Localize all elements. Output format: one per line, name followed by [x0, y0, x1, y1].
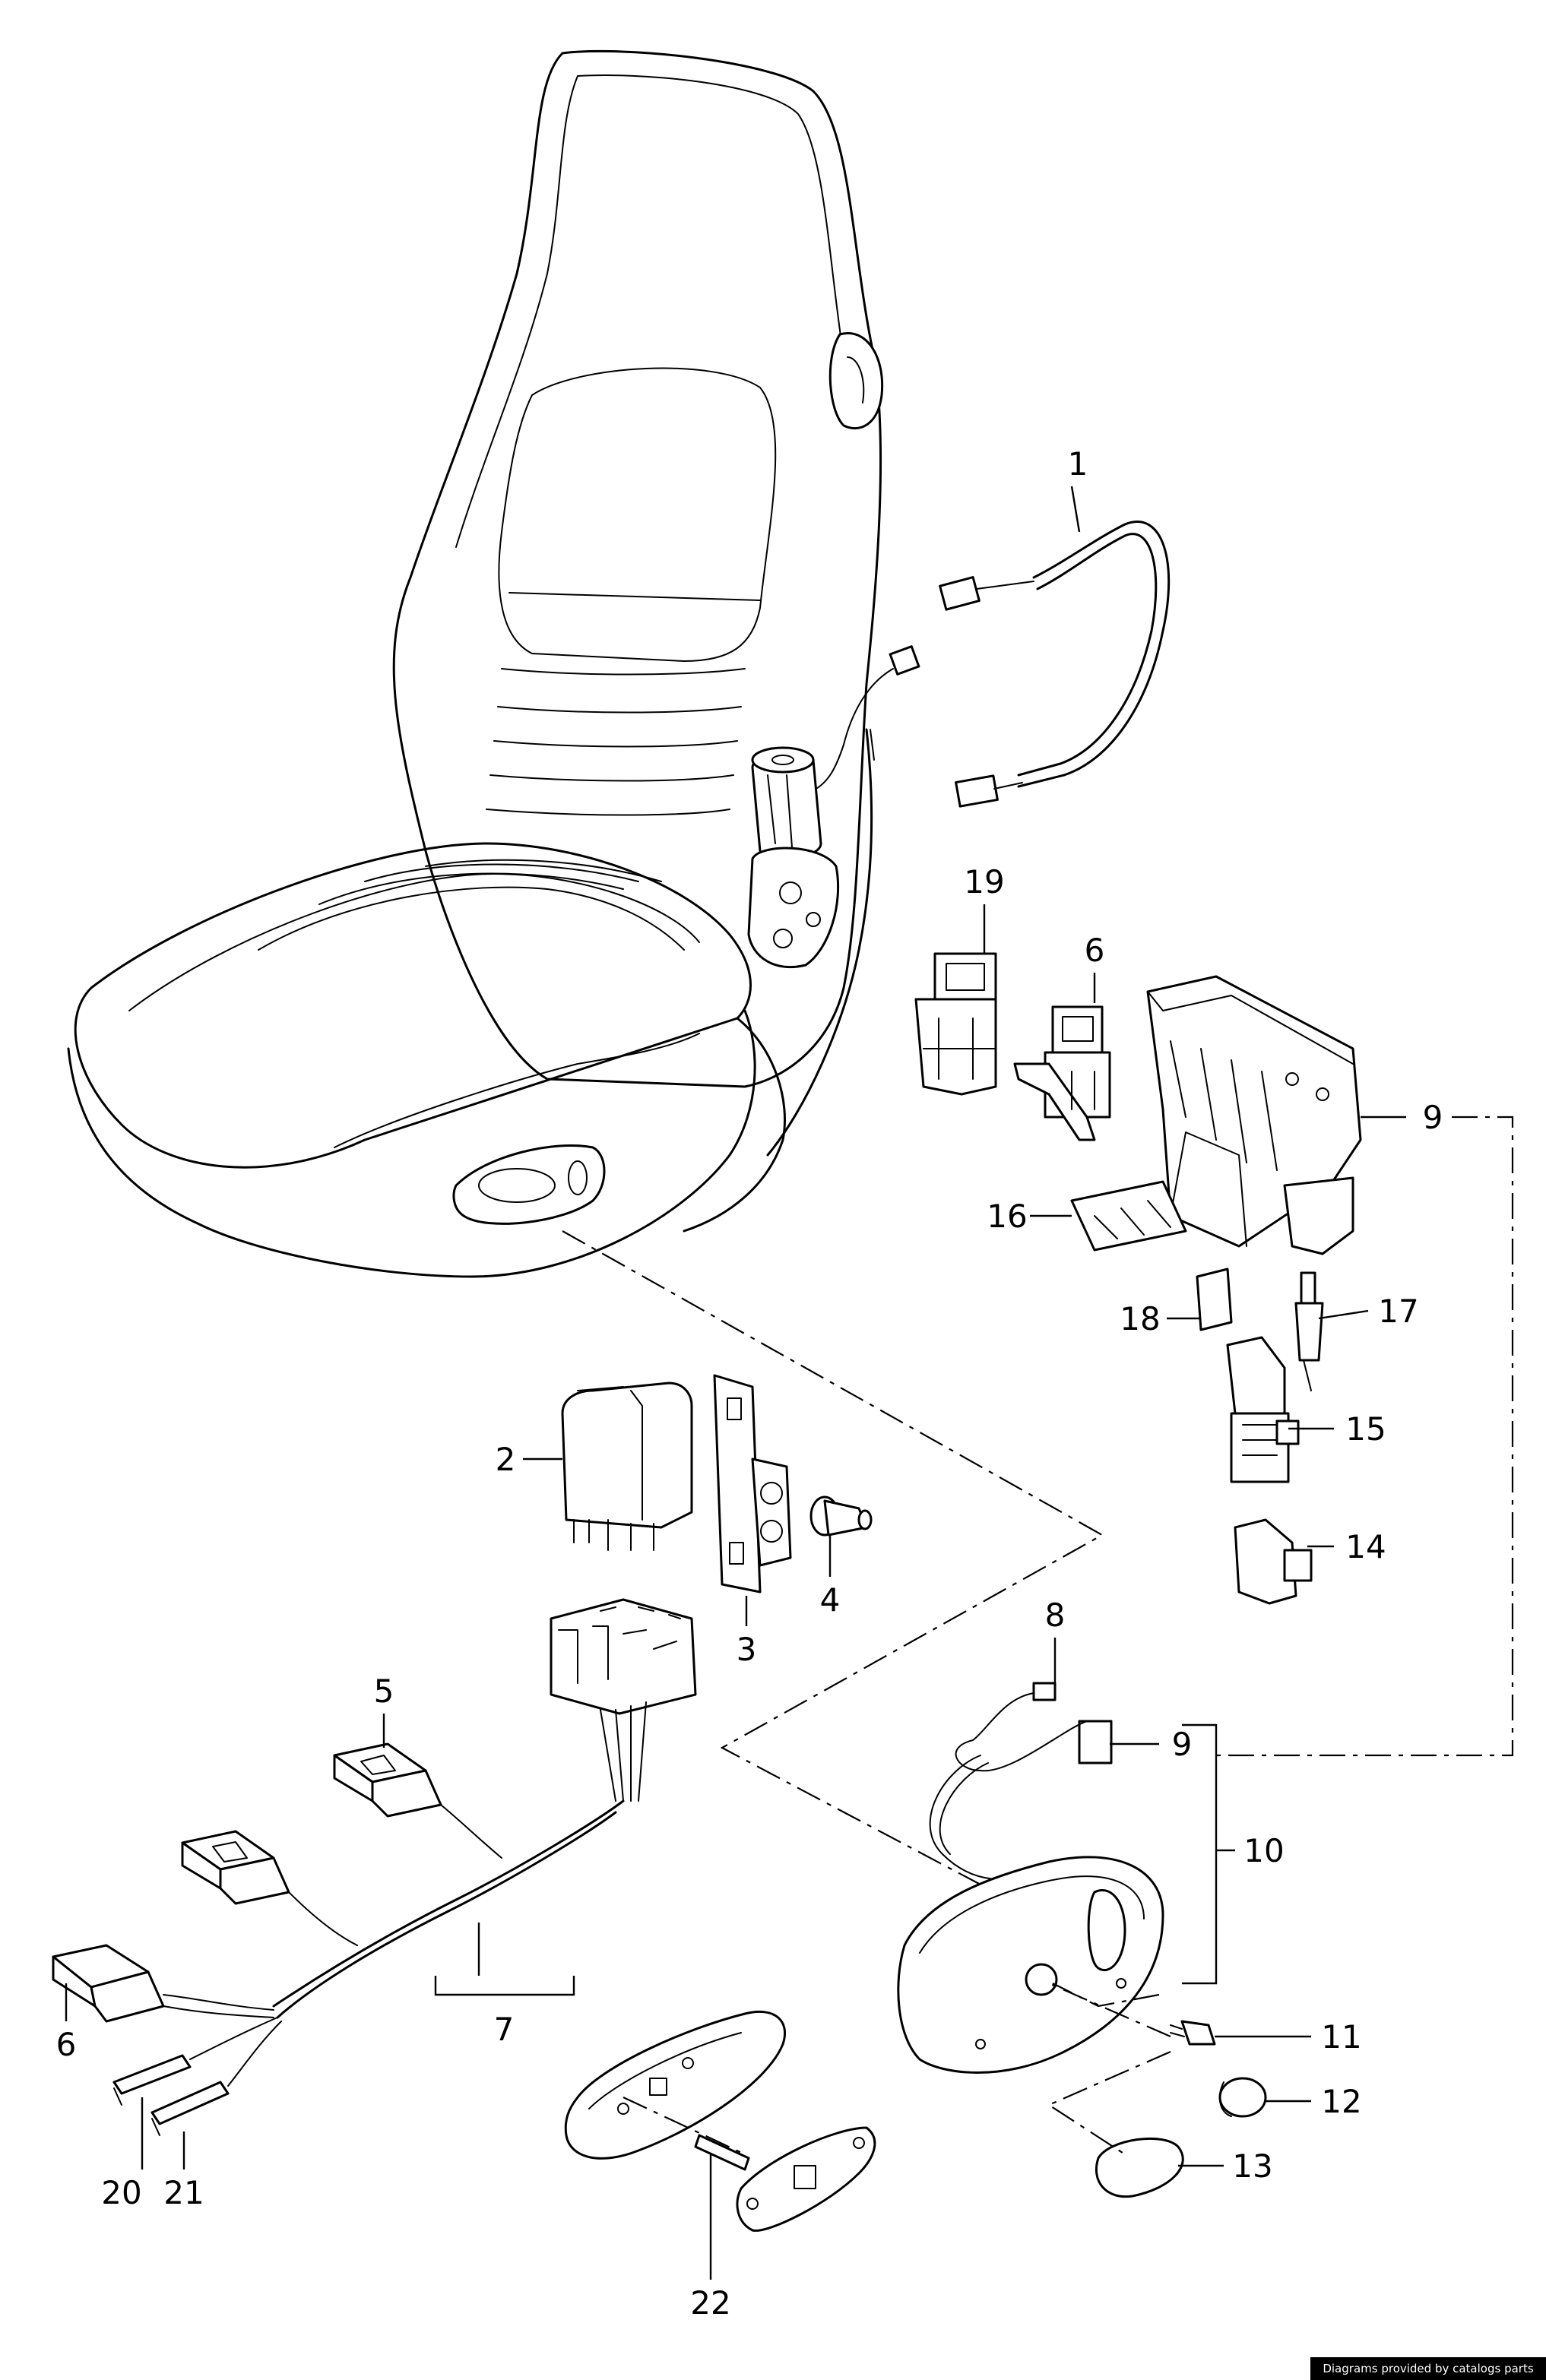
label-20: 20	[101, 2174, 141, 2211]
part-1-motor-cable	[747, 521, 1171, 969]
part-6-connector-upper	[1013, 1005, 1111, 1141]
label-11: 11	[1321, 2018, 1361, 2056]
label-18: 18	[1120, 1300, 1160, 1337]
label-10: 10	[1243, 1832, 1284, 1869]
label-9-lower: 9	[1172, 1726, 1193, 1763]
part-labels: 1 19 6 9 16 18 17 15 14 2 3 4 5 6 7 8 9 …	[56, 445, 1443, 2321]
label-16: 16	[987, 1198, 1027, 1235]
label-8: 8	[1045, 1597, 1066, 1634]
label-2: 2	[496, 1441, 516, 1478]
part-13-knob	[1095, 2137, 1184, 2198]
leader-lines	[65, 486, 1406, 2280]
label-6-upper: 6	[1085, 932, 1105, 969]
seat-drawing	[67, 49, 884, 1278]
part-4-rivet	[809, 1495, 873, 1537]
label-15: 15	[1345, 1410, 1386, 1448]
credit-badge: Diagrams provided by catalogs parts	[1310, 2357, 1546, 2380]
part-18-pad	[1196, 1268, 1233, 1331]
label-14: 14	[1345, 1528, 1386, 1565]
label-4: 4	[820, 1581, 841, 1619]
label-6-lower: 6	[56, 2026, 77, 2063]
part-10-control-panel	[897, 1856, 1164, 2074]
assembly-lines	[562, 1116, 1514, 2155]
part-17-pin	[1294, 1271, 1324, 1391]
part-7-wiring-harness	[52, 1598, 697, 2136]
part-8-9-lower-cable	[929, 1682, 1113, 1881]
label-13: 13	[1232, 2147, 1272, 2185]
part-19-connector	[914, 952, 997, 1096]
part-22-switch-assembly	[564, 2010, 876, 2232]
label-1: 1	[1068, 445, 1088, 483]
label-19: 19	[964, 863, 1004, 900]
label-17: 17	[1378, 1293, 1418, 1330]
label-3: 3	[737, 1631, 757, 1668]
label-7: 7	[494, 2011, 515, 2048]
part-16-clip	[1070, 1180, 1187, 1252]
part-14-housing	[1234, 1518, 1313, 1605]
part-9-control-unit	[1146, 975, 1362, 1255]
part-2-relay	[561, 1381, 693, 1551]
label-9-upper: 9	[1423, 1099, 1443, 1136]
label-22: 22	[690, 2284, 730, 2321]
label-12: 12	[1321, 2083, 1361, 2120]
part-15-connector	[1226, 1336, 1300, 1483]
part-11-screw	[1170, 2020, 1216, 2046]
label-21: 21	[163, 2174, 204, 2211]
label-5: 5	[374, 1673, 394, 1710]
part-3-bracket	[713, 1374, 792, 1594]
part-12-cap	[1218, 2077, 1267, 2118]
